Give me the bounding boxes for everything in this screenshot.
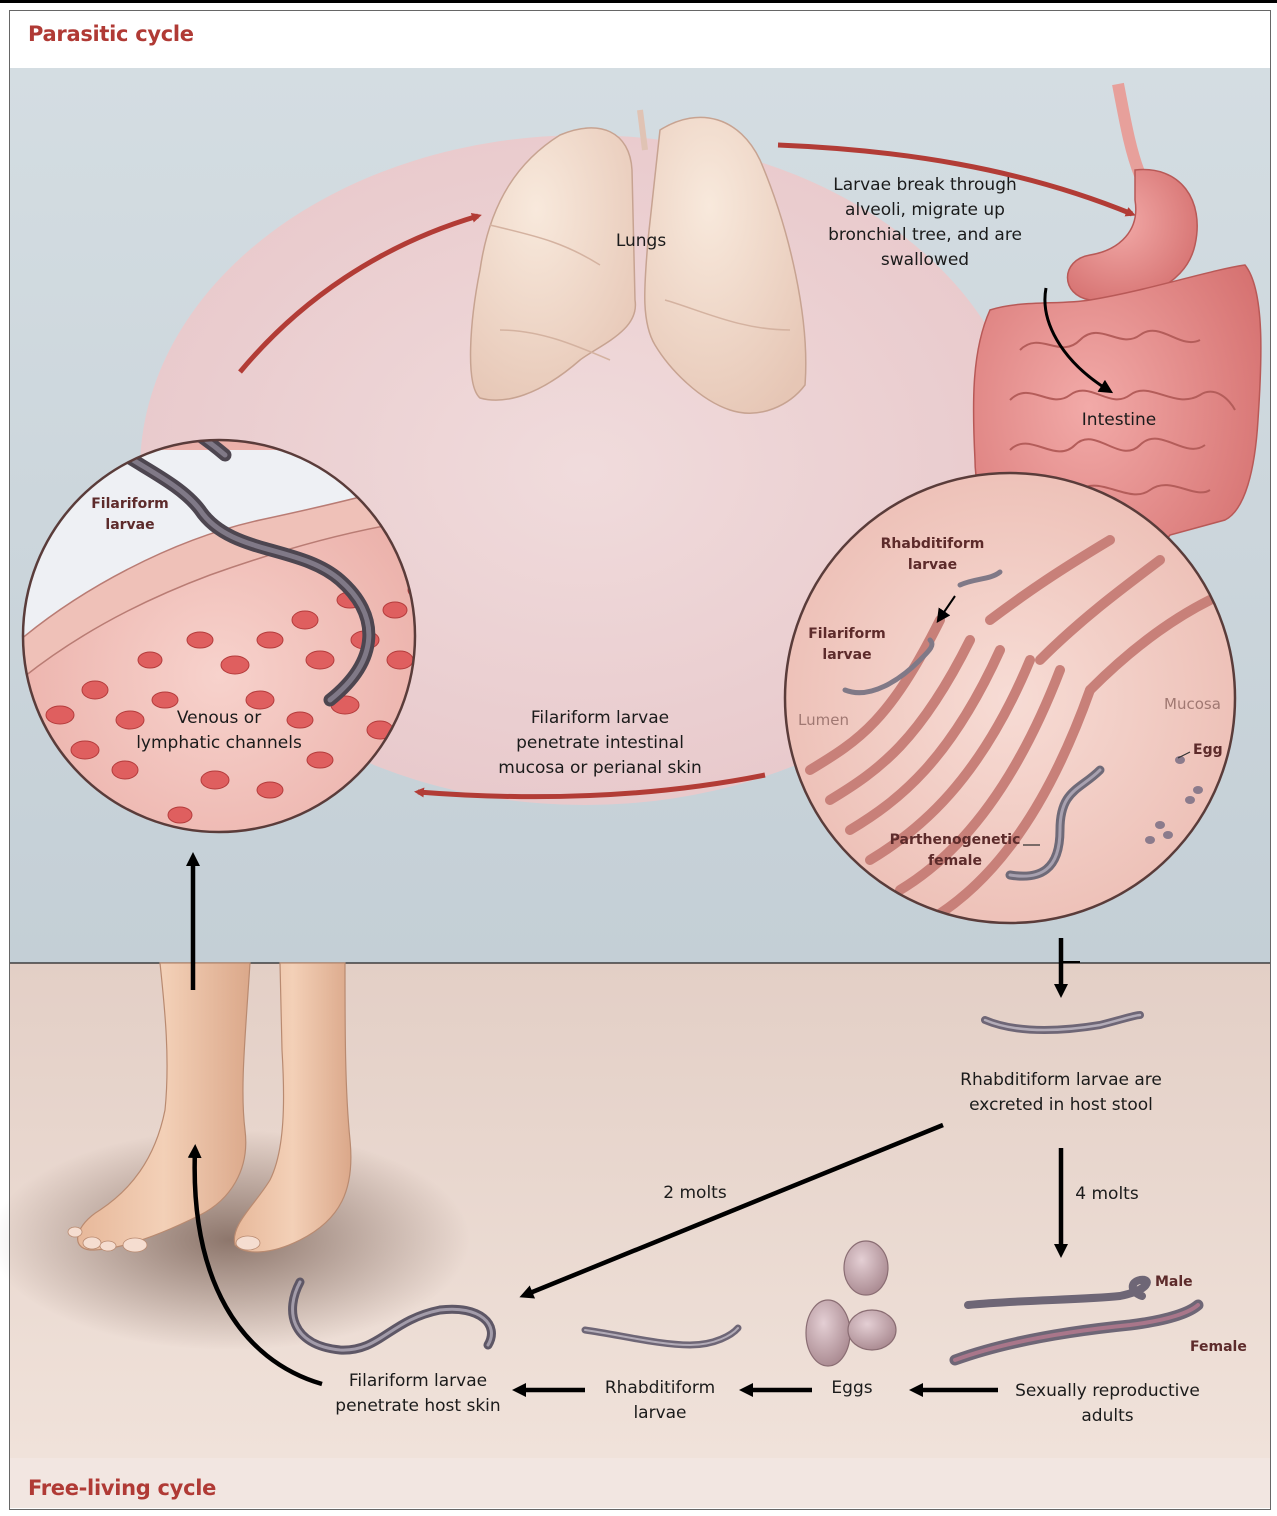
figure-frame	[9, 10, 1271, 1510]
